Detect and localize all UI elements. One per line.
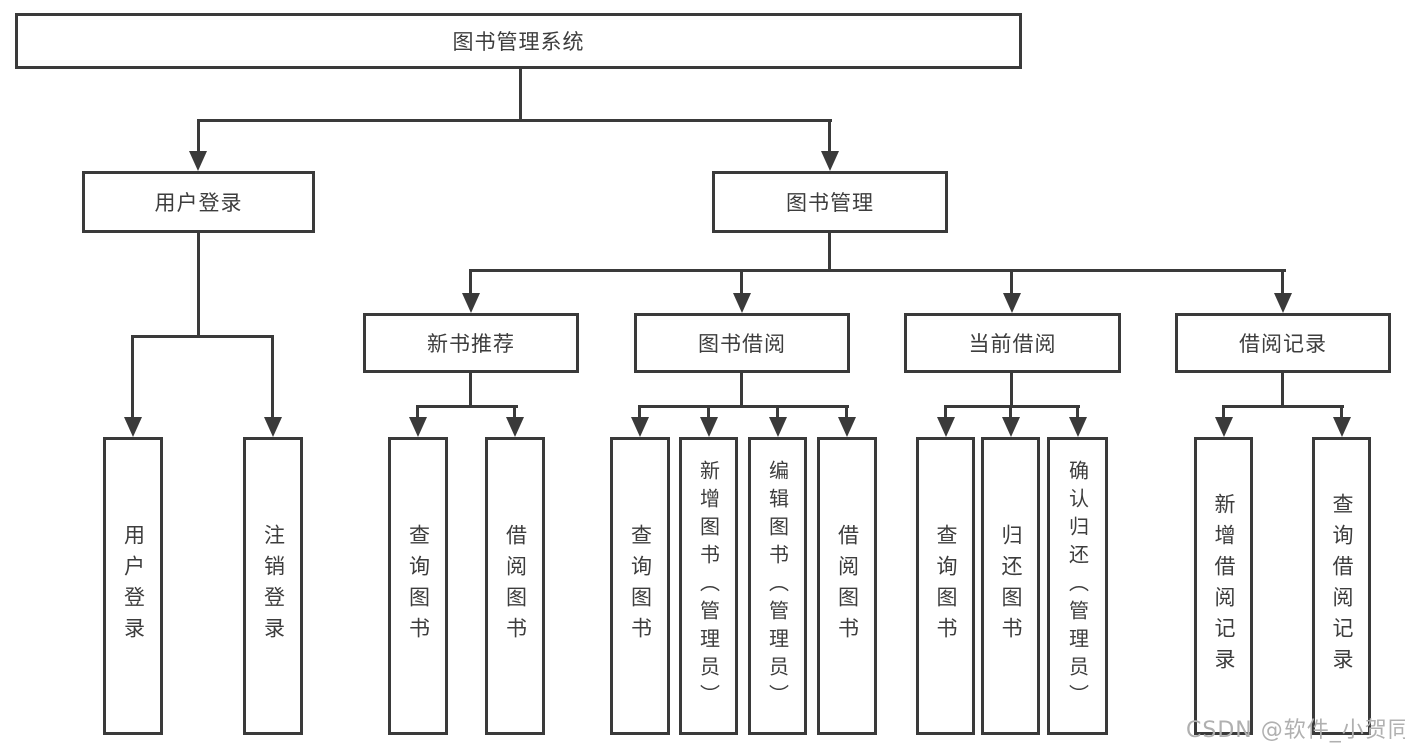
connector-line <box>740 373 743 408</box>
arrow-down-icon <box>821 151 839 171</box>
leaf-return-books: 归还图书 <box>981 437 1040 735</box>
connector-line <box>131 335 274 338</box>
csdn-watermark: CSDN @软件_小贺同学 <box>1186 718 1405 743</box>
connector-line <box>1010 373 1013 408</box>
leaf-query-books-borrowing: 查询图书 <box>610 437 670 735</box>
node-borrowing-records: 借阅记录 <box>1175 313 1391 373</box>
arrow-down-icon <box>1215 417 1233 437</box>
connector-line <box>1281 373 1284 408</box>
arrow-down-icon <box>1069 417 1087 437</box>
arrow-down-icon <box>733 293 751 313</box>
arrow-down-icon <box>1002 417 1020 437</box>
node-book-management: 图书管理 <box>712 171 948 233</box>
leaf-query-books-current: 查询图书 <box>916 437 975 735</box>
arrow-down-icon <box>506 417 524 437</box>
connector-line <box>271 335 274 427</box>
connector-line <box>197 119 832 122</box>
connector-line <box>740 269 743 305</box>
connector-line <box>638 405 849 408</box>
arrow-down-icon <box>189 151 207 171</box>
leaf-query-books-recommend: 查询图书 <box>388 437 448 735</box>
connector-line <box>469 269 1286 272</box>
leaf-add-borrow-record: 新增借阅记录 <box>1194 437 1253 735</box>
leaf-confirm-return-admin: 确认归还（管理员） <box>1047 437 1108 735</box>
leaf-query-borrow-record: 查询借阅记录 <box>1312 437 1371 735</box>
connector-line <box>828 119 831 159</box>
arrow-down-icon <box>769 417 787 437</box>
leaf-borrow-books-recommend: 借阅图书 <box>485 437 545 735</box>
node-new-book-recommendation: 新书推荐 <box>363 313 579 373</box>
arrow-down-icon <box>1274 293 1292 313</box>
connector-line <box>944 405 1080 408</box>
connector-line <box>828 233 831 272</box>
arrow-down-icon <box>1003 293 1021 313</box>
arrow-down-icon <box>1333 417 1351 437</box>
connector-line <box>1010 269 1013 305</box>
leaf-edit-books-admin: 编辑图书（管理员） <box>748 437 807 735</box>
arrow-down-icon <box>937 417 955 437</box>
node-current-borrowing: 当前借阅 <box>904 313 1121 373</box>
leaf-logout: 注销登录 <box>243 437 303 735</box>
leaf-borrow-books-borrowing: 借阅图书 <box>817 437 877 735</box>
node-library-system: 图书管理系统 <box>15 13 1022 69</box>
arrow-down-icon <box>462 293 480 313</box>
node-book-borrowing: 图书借阅 <box>634 313 850 373</box>
leaf-user-login: 用户登录 <box>103 437 163 735</box>
connector-line <box>416 405 518 408</box>
arrow-down-icon <box>264 417 282 437</box>
connector-line <box>197 233 200 338</box>
connector-line <box>469 373 472 408</box>
connector-line <box>131 335 134 427</box>
connector-line <box>1222 405 1344 408</box>
leaf-add-books-admin: 新增图书（管理员） <box>679 437 738 735</box>
arrow-down-icon <box>631 417 649 437</box>
connector-line <box>519 68 522 122</box>
connector-line <box>1281 269 1284 305</box>
connector-line <box>469 269 472 305</box>
connector-line <box>197 119 200 159</box>
arrow-down-icon <box>124 417 142 437</box>
arrow-down-icon <box>409 417 427 437</box>
arrow-down-icon <box>700 417 718 437</box>
arrow-down-icon <box>838 417 856 437</box>
node-user-login: 用户登录 <box>82 171 315 233</box>
